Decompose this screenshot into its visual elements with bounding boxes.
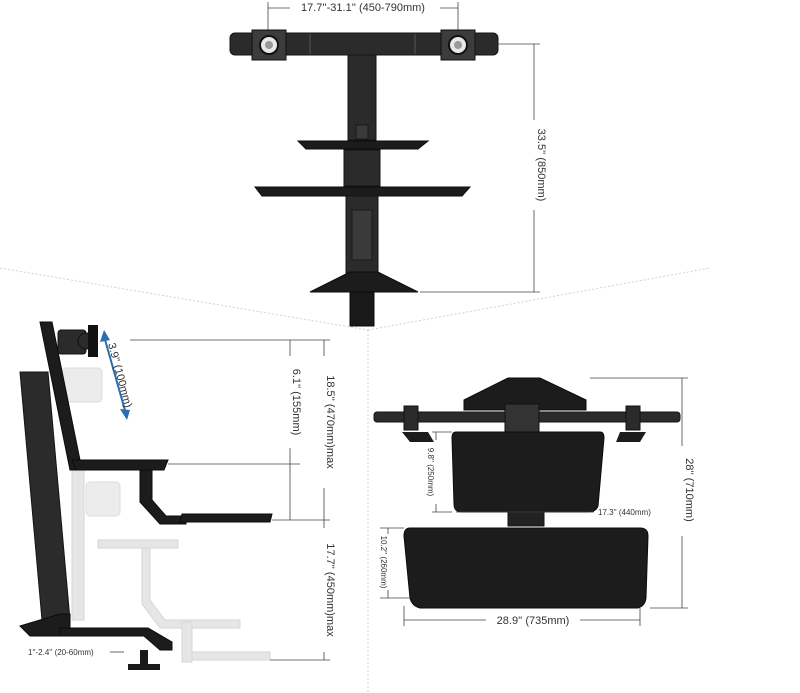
middle-column xyxy=(343,149,381,187)
clamp-pad xyxy=(128,664,160,670)
lower-height-label: 17.7'' (450mm)max xyxy=(324,543,336,637)
vesa-mount-left xyxy=(251,29,287,61)
tray-width-label: 17.3'' (440mm) xyxy=(598,508,651,517)
top-mount-left xyxy=(402,405,434,442)
floor-guides xyxy=(0,267,711,693)
front-width-dimension: 17.7''-31.1'' (450-790mm) xyxy=(267,2,459,30)
side-vertical-dimensions: 6.1'' (155mm) 18.5'' (470mm)max 17.7'' (… xyxy=(130,339,336,661)
top-work-tray xyxy=(451,431,605,513)
keyboard-width-label: 28.9'' (735mm) xyxy=(497,615,570,627)
tray-width-dimension: 17.3'' (440mm) xyxy=(456,508,651,517)
front-height-dimension: 33.5'' (850mm) xyxy=(420,43,547,293)
tilt-label: 3.9'' (100mm) xyxy=(105,342,134,409)
range-label: 6.1'' (155mm) xyxy=(290,369,302,436)
tray-depth-dimension: 9.8'' (250mm) xyxy=(426,431,452,513)
top-depth-label: 28'' (710mm) xyxy=(683,458,695,522)
front-width-label: 17.7''-31.1'' (450-790mm) xyxy=(301,2,425,14)
floor-guide-left xyxy=(0,267,369,331)
front-view: 17.7''-31.1'' (450-790mm) xyxy=(229,2,547,327)
floor-guide-right xyxy=(367,267,711,331)
work-surface-front xyxy=(253,186,472,197)
side-work-surface xyxy=(71,459,169,471)
front-height-label: 33.5'' (850mm) xyxy=(535,129,547,202)
top-keyboard-tray xyxy=(403,527,649,609)
keyboard-depth-label: 10.2'' (260mm) xyxy=(379,536,388,589)
tray-depth-label: 9.8'' (250mm) xyxy=(426,448,435,497)
top-monitor-bracket xyxy=(463,377,587,411)
side-view: 3.9'' (100mm) 1''-2.4'' (20-60mm) 6.1'' … xyxy=(19,321,336,670)
clamp-screw xyxy=(140,650,148,668)
base-feet xyxy=(309,271,419,293)
keyboard-shelf-front xyxy=(296,140,430,150)
clamp-label: 1''-2.4'' (20-60mm) xyxy=(28,648,94,657)
top-view: 28'' (710mm) 9.8'' (250mm) 17.3'' (440mm… xyxy=(373,377,695,627)
side-keyboard-tray xyxy=(179,513,273,523)
vesa-mount-right xyxy=(440,29,476,61)
side-base-foot xyxy=(19,613,71,637)
top-mount-right xyxy=(616,405,646,442)
side-keyboard-arm xyxy=(139,469,187,525)
clamp-dimension: 1''-2.4'' (20-60mm) xyxy=(28,648,124,657)
side-clamp-arm xyxy=(59,627,173,651)
upper-height-label: 18.5'' (470mm)max xyxy=(324,375,336,469)
top-depth-dimension: 28'' (710mm) xyxy=(590,377,695,609)
keyboard-depth-dimension: 10.2'' (260mm) xyxy=(379,527,410,599)
desk-post xyxy=(349,291,375,327)
side-ghost-position xyxy=(61,367,271,663)
tilt-arrow: 3.9'' (100mm) xyxy=(100,330,134,420)
keyboard-width-dimension: 28.9'' (735mm) xyxy=(403,606,641,627)
